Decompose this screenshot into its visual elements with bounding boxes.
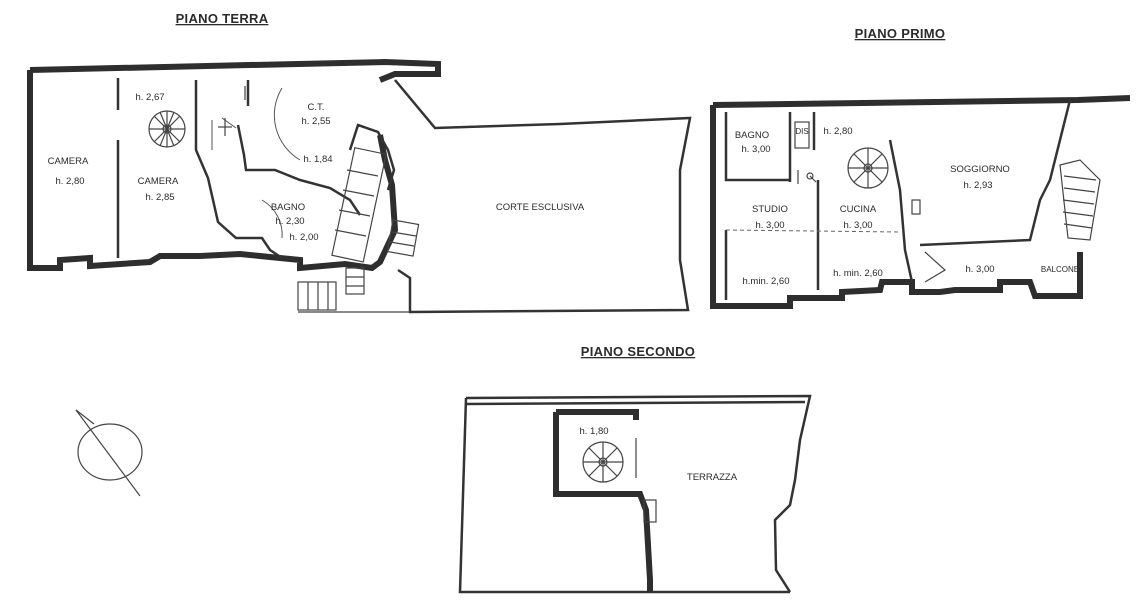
ripostiglio-box xyxy=(794,121,810,149)
terrazza-label: TERRAZZA xyxy=(687,472,738,483)
cucina-height: h. 3,00 xyxy=(843,220,872,231)
piano-primo-spiral-stair xyxy=(847,147,889,189)
pp-dis-height: h. 2,80 xyxy=(823,126,852,137)
door-swing xyxy=(211,117,237,150)
piano-secondo-room-wall xyxy=(553,409,653,592)
stair-step xyxy=(338,209,371,217)
piano-terra-stair xyxy=(331,146,387,263)
piano-secondo-spiral-stair xyxy=(582,441,624,483)
soggiorno-label: SOGGIORNO xyxy=(950,164,1010,175)
bagno-height: h. 2,30 xyxy=(275,216,304,227)
window-mark xyxy=(911,199,921,215)
piano-terra-inner-wall-3 xyxy=(348,123,396,191)
stair-step xyxy=(342,189,375,197)
ptr-height-mid: h. 1,84 xyxy=(303,154,332,165)
piano-primo-outer-wall xyxy=(710,95,1131,309)
stair-step xyxy=(334,229,367,237)
ct-label: C.T. xyxy=(308,102,325,113)
piano-secondo-parapet xyxy=(465,400,806,406)
fixture-mark xyxy=(806,172,814,180)
piano-secondo: PIANO SECONDO h. 1,80 TERRAZZA xyxy=(458,344,812,594)
studio-hmin: h.min. 2,60 xyxy=(743,276,790,287)
piano-terra: PIANO TERRA xyxy=(27,11,692,314)
piano-primo-external-stair xyxy=(1059,159,1101,241)
stair-step xyxy=(346,169,379,177)
bagno-label: BAGNO xyxy=(271,202,305,213)
north-arrow-icon xyxy=(75,409,143,497)
piano-primo-title: PIANO PRIMO xyxy=(855,26,946,41)
piano-primo: PIANO PRIMO BAG xyxy=(710,26,1131,309)
pp-bagno-label: BAGNO xyxy=(735,130,769,141)
piano-terra-title: PIANO TERRA xyxy=(176,11,269,26)
ptr-height-low: h. 2,00 xyxy=(289,232,318,243)
ct-height: h. 2,55 xyxy=(301,116,330,127)
balcony-mark xyxy=(924,251,947,283)
door-arc xyxy=(273,87,301,161)
fixture-mark xyxy=(809,175,817,183)
cucina-label: CUCINA xyxy=(840,204,877,215)
camera1-height: h. 2,80 xyxy=(55,176,84,187)
corte-esclusiva-label: CORTE ESCLUSIVA xyxy=(496,202,585,213)
piano-terra-entry-steps xyxy=(297,219,420,311)
soggiorno-height: h. 2,93 xyxy=(963,180,992,191)
fixture-box xyxy=(643,499,657,523)
studio-label: STUDIO xyxy=(752,204,788,215)
cucina-hmin: h. min. 2,60 xyxy=(833,268,883,279)
piano-secondo-title: PIANO SECONDO xyxy=(581,344,695,359)
piano-terra-spiral-stair xyxy=(148,110,186,148)
camera1-label: CAMERA xyxy=(48,156,89,167)
piano-primo-inner-walls xyxy=(724,99,1072,300)
pp-bagno-height: h. 3,00 xyxy=(741,144,770,155)
balcony-height: h. 3,00 xyxy=(965,264,994,275)
piano-secondo-outline xyxy=(458,394,812,594)
door-arc xyxy=(261,199,283,239)
ps-room-height: h. 1,80 xyxy=(579,426,608,437)
piano-terra-inner-wall-1 xyxy=(116,78,283,260)
studio-height: h. 3,00 xyxy=(755,220,784,231)
camera2-height: h. 2,85 xyxy=(145,192,174,203)
piano-terra-inner-wall-2 xyxy=(236,80,362,216)
camera2-label: CAMERA xyxy=(138,176,179,187)
ptr-height-top: h. 2,67 xyxy=(135,92,164,103)
corte-esclusiva-boundary xyxy=(394,79,692,314)
piano-terra-outer-wall xyxy=(27,58,441,272)
piano-primo-dashed-line xyxy=(725,229,901,233)
pp-dis-label: DIS xyxy=(795,127,808,136)
balcone-label: BALCONE xyxy=(1041,265,1079,274)
